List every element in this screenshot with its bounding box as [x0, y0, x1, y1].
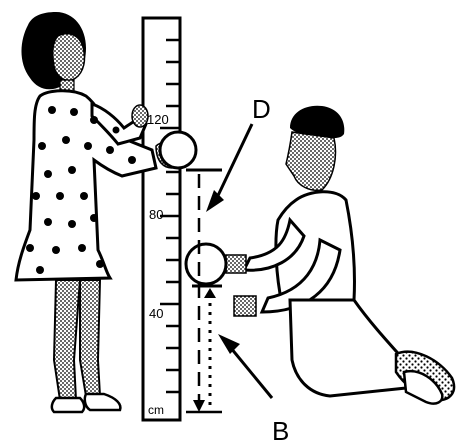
woman-upper-hand — [132, 105, 148, 127]
ruler-label-40: 40 — [149, 306, 163, 321]
woman-face — [53, 34, 85, 81]
kneeling-man — [226, 106, 454, 404]
ruler-unit-label: cm — [148, 403, 164, 417]
arrow-to-b — [218, 334, 272, 398]
man-upper-hand — [226, 255, 246, 273]
drop-arrowhead — [193, 400, 205, 412]
man-legs — [290, 300, 406, 396]
man-face — [286, 132, 336, 190]
top-ball — [160, 132, 196, 168]
rebound-ball — [186, 244, 226, 284]
woman-shoe-left — [52, 398, 84, 412]
arrow-to-d — [206, 124, 252, 212]
ruler-label-80: 80 — [149, 207, 163, 222]
ruler-label-120: 120 — [147, 112, 169, 127]
man-lower-hand — [234, 296, 256, 316]
measuring-ruler: 120 80 40 cm — [143, 18, 180, 420]
label-d: D — [252, 94, 271, 124]
rebound-arrowhead — [204, 288, 216, 298]
woman-shoe-right — [85, 394, 121, 410]
label-b: B — [272, 416, 289, 443]
